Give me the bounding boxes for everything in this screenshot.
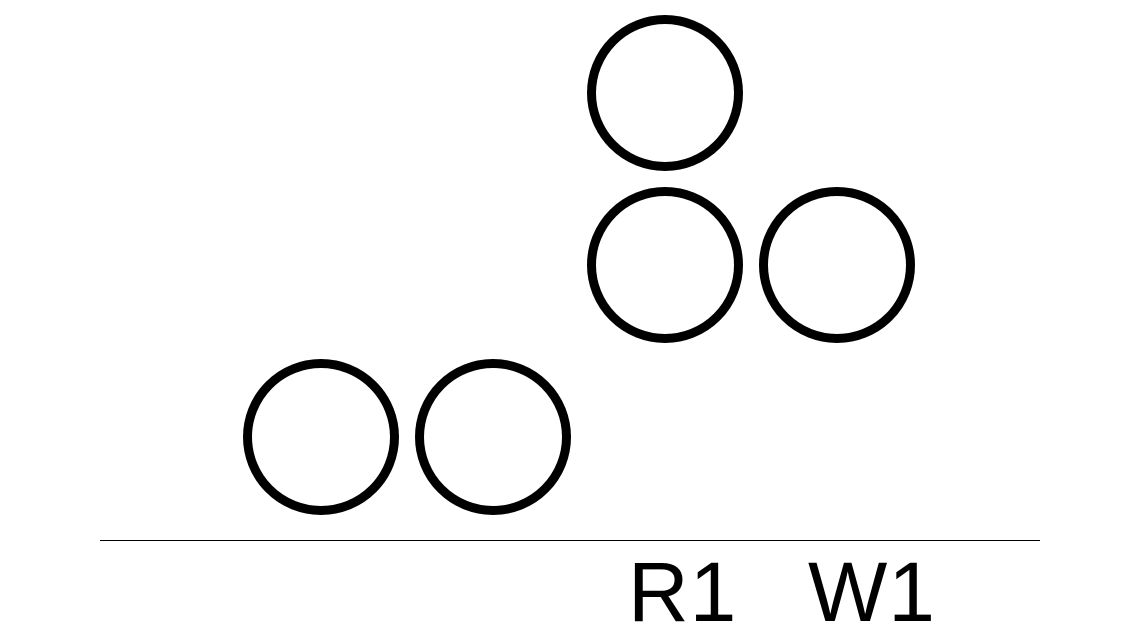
label-w1: W1 <box>808 545 936 639</box>
circle <box>415 359 571 515</box>
circle <box>759 187 915 343</box>
baseline-divider <box>100 540 1040 541</box>
label-r1: R1 <box>628 545 738 639</box>
circle <box>587 15 743 171</box>
circle <box>243 359 399 515</box>
circle <box>587 187 743 343</box>
